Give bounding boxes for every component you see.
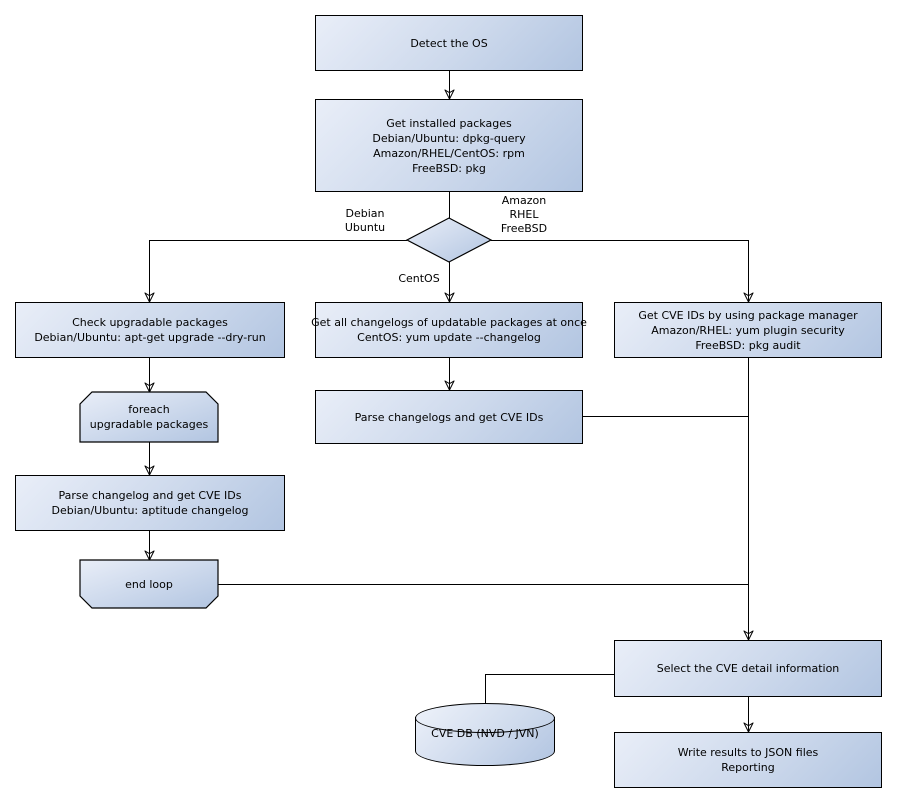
- node-foreach-line: foreach: [128, 403, 170, 416]
- node-get-cve-ids-line: Amazon/RHEL: yum plugin security: [651, 323, 845, 337]
- node-foreach-loop-start: foreach upgradable packages: [80, 392, 218, 442]
- node-detect-os-label: Detect the OS: [410, 36, 488, 50]
- edge-label-line: RHEL: [509, 208, 539, 221]
- node-select-cve-detail-label: Select the CVE detail information: [656, 662, 840, 675]
- node-select-cve-detail: Select the CVE detail information: [614, 640, 882, 697]
- edge-label-debian-ubuntu: Debian Ubuntu: [332, 207, 398, 235]
- edge-label-line: CentOS: [398, 272, 440, 285]
- node-get-all-changelogs-line: Get all changelogs of updatable packages…: [311, 316, 587, 329]
- edge-decision-to-get-cve-ids: [491, 240, 749, 303]
- node-write-results-line: Reporting: [721, 761, 775, 774]
- node-get-installed-line: Get installed packages: [386, 116, 512, 130]
- node-cve-db-label: CVE DB (NVD / JVN): [431, 727, 539, 740]
- node-get-cve-ids-line: FreeBSD: pkg audit: [695, 338, 801, 352]
- node-get-installed-line: Debian/Ubuntu: dpkg-query: [372, 131, 526, 145]
- node-write-results-line: Write results to JSON files: [677, 746, 819, 759]
- node-get-all-changelogs-line: CentOS: yum update --changelog: [357, 331, 541, 344]
- node-parse-changelogs-label: Parse changelogs and get CVE IDs: [354, 410, 544, 424]
- foreach-loop-shape: [79, 391, 219, 443]
- node-foreach-line: upgradable packages: [89, 418, 209, 431]
- node-get-installed-line: FreeBSD: pkg: [412, 161, 486, 175]
- end-loop-shape: [79, 559, 219, 609]
- edge-label-line: Ubuntu: [344, 221, 386, 234]
- node-check-upgradable-line: Debian/Ubuntu: apt-get upgrade --dry-run: [34, 331, 266, 344]
- node-get-cve-ids-line: Get CVE IDs by using package manager: [638, 308, 858, 322]
- os-decision-diamond: [405, 217, 493, 263]
- edge-label-centos: CentOS: [394, 272, 444, 286]
- edge-decision-to-check-upgradable: [150, 240, 407, 303]
- cylinder-top: [415, 703, 555, 733]
- node-check-upgradable-line: Check upgradable packages: [72, 316, 228, 329]
- node-get-installed-packages: Get installed packages Debian/Ubuntu: dp…: [315, 99, 583, 192]
- edge-select-to-cvedb: [485, 674, 614, 704]
- edge-label-line: Amazon: [501, 194, 547, 207]
- node-parse-changelog-debian-line: Debian/Ubuntu: aptitude changelog: [51, 504, 249, 517]
- node-write-results: Write results to JSON files Reporting: [614, 732, 882, 788]
- edge-label-line: Debian: [345, 207, 385, 220]
- edge-label-amazon-rhel-freebsd: Amazon RHEL FreeBSD: [495, 194, 553, 236]
- node-get-cve-ids-pkg-manager: Get CVE IDs by using package manager Ama…: [614, 302, 882, 358]
- node-get-all-changelogs: Get all changelogs of updatable packages…: [311, 302, 587, 358]
- edge-label-line: FreeBSD: [500, 222, 548, 235]
- node-end-loop: end loop: [80, 560, 218, 608]
- node-get-installed-line: Amazon/RHEL/CentOS: rpm: [373, 146, 525, 160]
- node-detect-os: Detect the OS: [315, 15, 583, 71]
- node-end-loop-label: end loop: [125, 577, 173, 591]
- node-parse-changelogs: Parse changelogs and get CVE IDs: [315, 390, 583, 444]
- node-cve-db: CVE DB (NVD / JVN): [415, 703, 555, 766]
- node-parse-changelog-debian-line: Parse changelog and get CVE IDs: [58, 489, 242, 502]
- node-check-upgradable-packages: Check upgradable packages Debian/Ubuntu:…: [15, 302, 285, 358]
- node-parse-changelog-debian: Parse changelog and get CVE IDs Debian/U…: [15, 475, 285, 531]
